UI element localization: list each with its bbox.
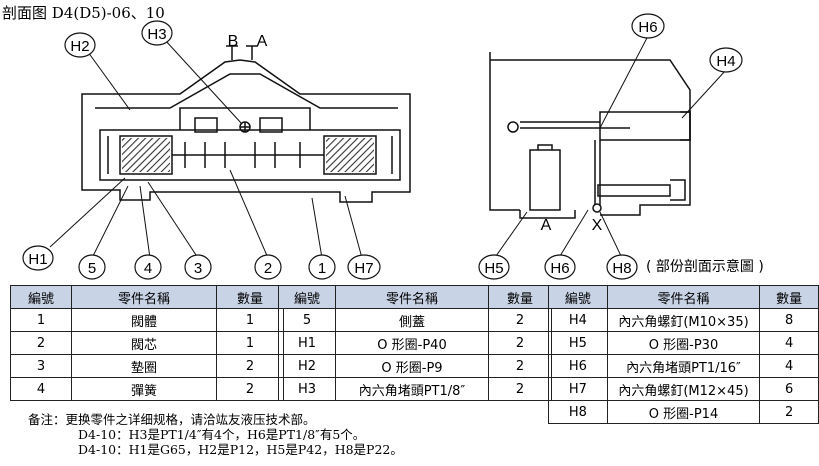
table-cell: H2 [278,354,336,378]
callout-h2: H2 [70,38,89,55]
header-number: 編號 [278,285,336,309]
table-cell: 2 [216,354,284,378]
table-cell: 2 [216,377,284,401]
table-cell: 4 [759,354,819,378]
partial-section-note: ( 部份剖面示意圖 ) [646,258,764,275]
table-cell: 1 [10,308,72,332]
table-cell: H8 [548,400,608,424]
callout-h8: H8 [612,260,631,277]
table-cell: 1 [216,308,284,332]
header-name: 零件名稱 [335,285,489,309]
bolt-h4 [599,111,691,141]
callout-h6: H6 [550,260,569,277]
side-a-label: A [541,217,552,234]
table-cell: H3 [278,377,336,401]
callout-5: 5 [88,260,96,277]
header-number: 編號 [10,285,72,309]
table-cell: 內六角螺釘(M10×35) [606,308,761,332]
table-cell: 2 [488,308,552,332]
callout-h7: H7 [354,260,373,277]
port-a-label: A [257,33,268,50]
notes: 备注：更换零件之详细规格，请洽竑友液压技术部。 D4-10：H3是PT1/4″有… [28,412,403,457]
table-cell: 6 [759,377,819,401]
callout-h4: H4 [716,53,735,70]
table-cell: 內六角堵頭PT1/8″ [335,377,489,401]
header-qty: 數量 [488,285,552,309]
table-cell: 2 [488,331,552,355]
callout-h3: H3 [147,26,166,43]
spool-bore [99,129,401,181]
table-cell: 側蓋 [335,308,489,332]
callout-h6-top: H6 [638,19,657,36]
callout-1: 1 [318,260,326,277]
port-b-label: B [228,33,239,50]
side-x-label: X [592,217,603,234]
table-cell: 2 [488,354,552,378]
table-cell: O 形圈-P9 [335,354,489,378]
table-cell: 墊圈 [71,354,217,378]
table-cell: 閥體 [71,308,217,332]
valve-body-outline [81,59,411,203]
table-cell: H1 [278,331,336,355]
header-name: 零件名稱 [71,285,217,309]
table-cell: 4 [759,331,819,355]
table-cell: 內六角堵頭PT1/16″ [606,354,761,378]
table-cell: H7 [548,377,608,401]
page-title: 剖面图 D4(D5)-06、10 [2,4,165,22]
table-cell: O 形圈-P40 [335,331,489,355]
section-drawing: H2 H3 H1 5 4 3 2 1 H7 H6 H4 H5 H6 H8 B A… [22,13,764,280]
table-cell: 內六角螺釘(M12×45) [606,377,761,401]
note-line: 备注：更换零件之详细规格，请洽竑友液压技术部。 [28,412,316,427]
table-cell: 1 [216,331,284,355]
table-cell: H6 [548,354,608,378]
table-cell: 4 [10,377,72,401]
callout-4: 4 [144,260,152,277]
port-a-plug [529,149,561,211]
note-line: D4-10：H3是PT1/4″有4个，H6是PT1/8″有5个。 [78,427,366,442]
table-cell: 閥芯 [71,331,217,355]
callout-h5: H5 [484,260,503,277]
callout-2: 2 [264,260,272,277]
table-cell: 5 [278,308,336,332]
table-cell: 2 [10,331,72,355]
header-name: 零件名稱 [606,285,761,309]
table-cell: H5 [548,331,608,355]
note-line: D4-10：H1是G65，H2是P12，H5是P42，H8是P22。 [78,442,403,457]
table-cell: 8 [759,308,819,332]
table-cell: 2 [488,377,552,401]
table-cell: O 形圈-P14 [606,400,761,424]
table-cell: 彈簧 [71,377,217,401]
callout-h1: H1 [28,251,47,268]
table-cell: 2 [759,400,819,424]
callout-3: 3 [194,260,202,277]
header-qty: 數量 [759,285,819,309]
table-cell: H4 [548,308,608,332]
header-qty: 數量 [216,285,284,309]
header-number: 編號 [548,285,608,309]
table-cell: 3 [10,354,72,378]
table-cell: O 形圈-P30 [606,331,761,355]
